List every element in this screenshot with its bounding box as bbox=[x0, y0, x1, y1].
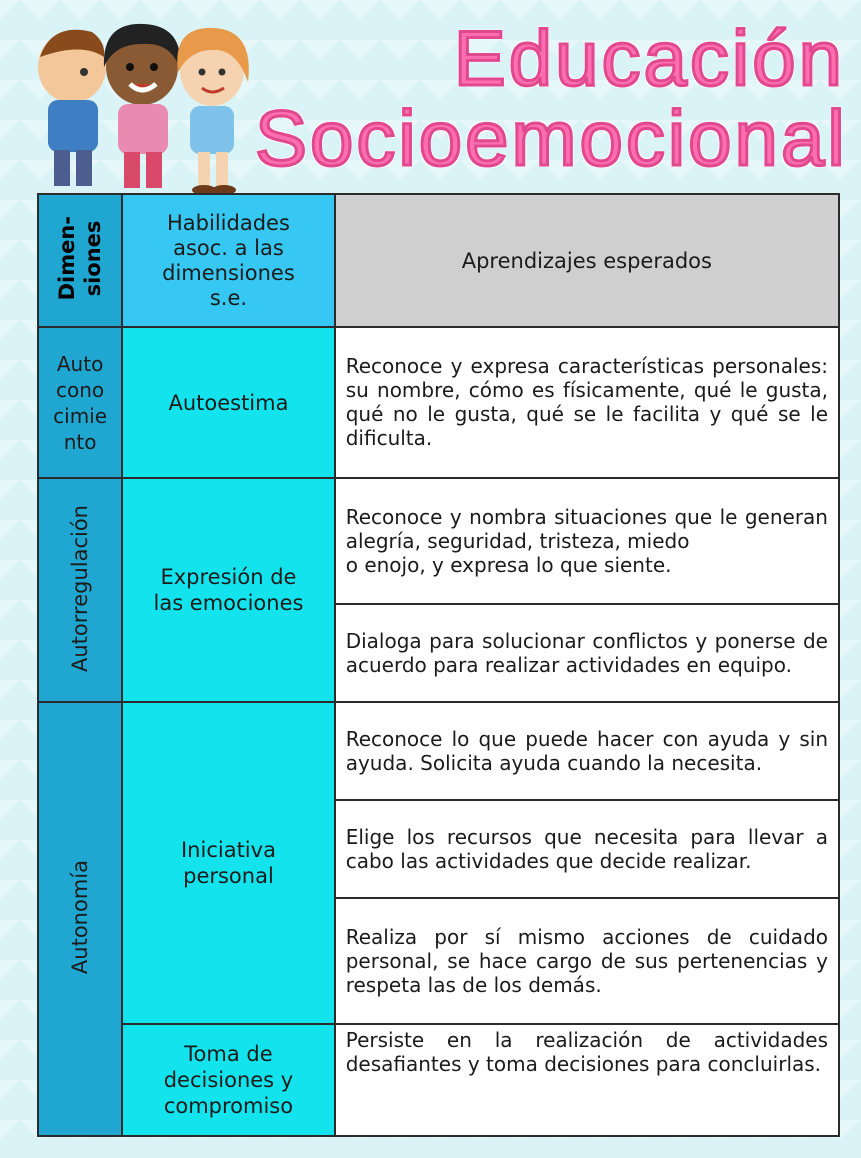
table-row: Elige los recursos que necesita para lle… bbox=[38, 799, 841, 899]
table-row: Autorregulación Expresión de las emocion… bbox=[36, 477, 841, 703]
table-row: Dialoga para solucionar conflictos y pon… bbox=[38, 603, 841, 703]
aprendizaje-cell: Realiza por sí mismo acciones de cuidado… bbox=[333, 897, 841, 1025]
aprendizaje-cell: Reconoce y expresa características perso… bbox=[333, 326, 841, 479]
header-row: Dimen- siones Habilidades asoc. a las di… bbox=[36, 193, 841, 328]
aprendizaje-cell: Persiste en la realización de actividade… bbox=[333, 1023, 841, 1137]
table-row: Realiza por sí mismo acciones de cuidado… bbox=[38, 897, 841, 1025]
competencias-table: Dimen- siones Habilidades asoc. a las di… bbox=[36, 193, 841, 1137]
habilidad-autoestima: Autoestima bbox=[121, 326, 336, 479]
header-dimensiones: Dimen- siones bbox=[36, 193, 124, 328]
aprendizaje-cell: Dialoga para solucionar conflictos y pon… bbox=[333, 603, 841, 703]
habilidad-expresion-emociones: Expresión de las emociones bbox=[121, 477, 336, 703]
table-row: Toma de decisiones y compromiso Persiste… bbox=[38, 1023, 841, 1137]
dimension-autorregulacion: Autorregulación bbox=[36, 477, 124, 703]
table-row: Auto cono cimie nto Autoestima Reconoce … bbox=[36, 326, 841, 479]
aprendizaje-cell: Elige los recursos que necesita para lle… bbox=[333, 799, 841, 899]
habilidad-toma-decisiones: Toma de decisiones y compromiso bbox=[121, 1023, 336, 1137]
dimension-autoconocimiento: Auto cono cimie nto bbox=[36, 326, 124, 479]
title-line-2: Socioemocional bbox=[254, 94, 848, 182]
table-row: Autonomía Iniciativa personal Reconoce l… bbox=[36, 701, 841, 1137]
aprendizaje-cell: Reconoce y nombra situaciones que le gen… bbox=[333, 477, 841, 605]
dimension-autonomia: Autonomía bbox=[36, 701, 124, 1137]
aprendizaje-cell: Reconoce lo que puede hacer con ayuda y … bbox=[333, 701, 841, 801]
header-habilidades: Habilidades asoc. a las dimensiones s.e. bbox=[121, 193, 336, 328]
header-aprendizajes: Aprendizajes esperados bbox=[333, 193, 841, 328]
habilidad-iniciativa-personal: Iniciativa personal bbox=[121, 701, 336, 1025]
page-title: Educación Socioemocional bbox=[254, 14, 848, 188]
three-children-illustration bbox=[38, 23, 249, 195]
title-line-1: Educación bbox=[452, 14, 845, 102]
